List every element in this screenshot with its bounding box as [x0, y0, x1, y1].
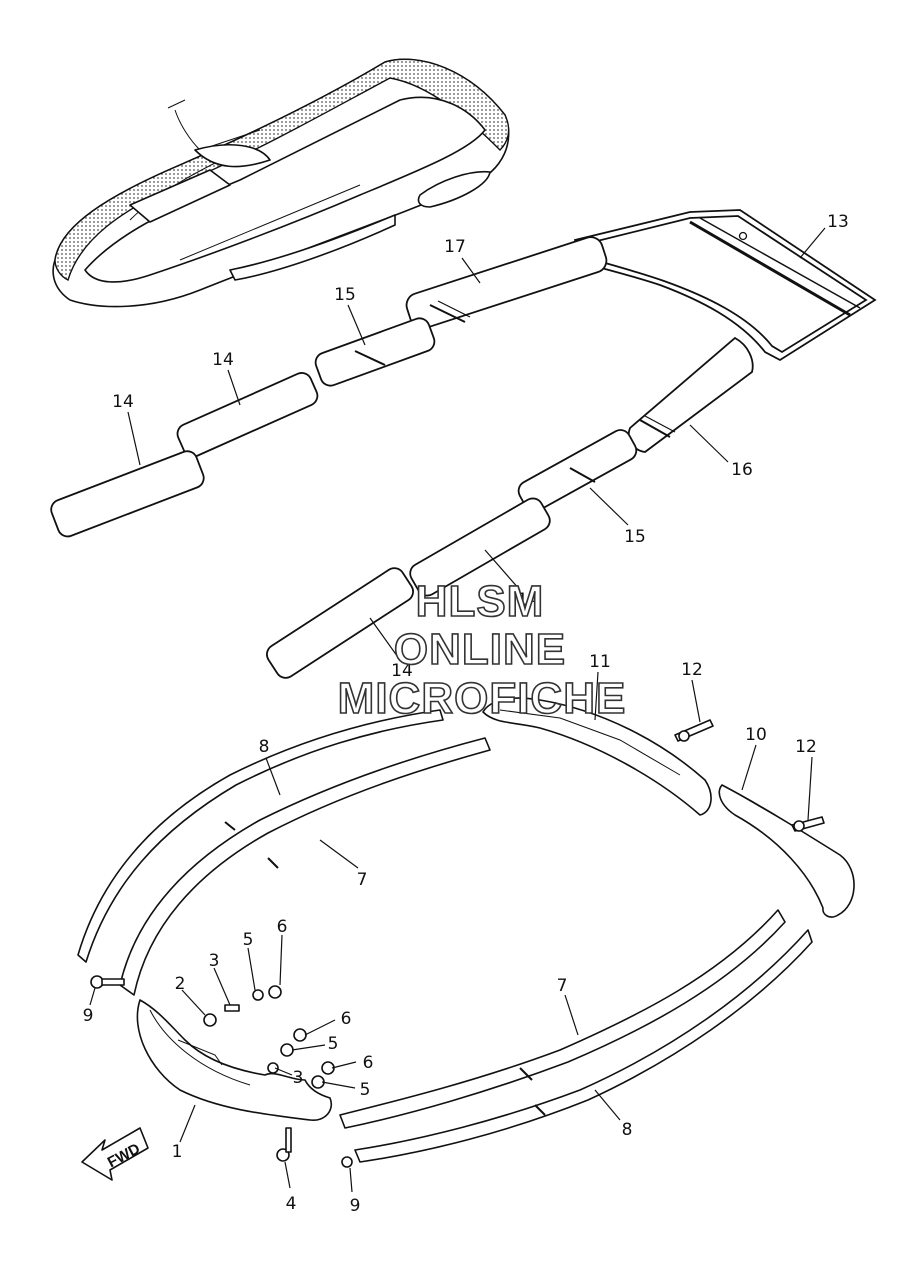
forward-arrow-icon: FWD [81, 1127, 149, 1181]
clip-part-12-b [791, 816, 825, 832]
pad-part-14-lower-left [266, 567, 414, 679]
callout-12-b: 12 [795, 737, 817, 757]
rail-part-8-left [77, 709, 444, 963]
pad-part-17 [405, 236, 608, 330]
watermark-line-1: HLSM [416, 577, 545, 626]
callout-6-middle: 6 [341, 1009, 352, 1029]
callout-1: 1 [172, 1142, 183, 1162]
callout-4: 4 [286, 1194, 297, 1214]
callout-14-lower-left: 14 [391, 661, 413, 681]
callout-6-lower: 6 [363, 1053, 374, 1073]
pad-part-15-lower [517, 429, 638, 513]
callout-8-left: 8 [259, 737, 270, 757]
callout-5-top: 5 [243, 930, 254, 950]
watercraft-illustration [52, 58, 510, 308]
callout-11: 11 [589, 652, 611, 672]
callout-9-left: 9 [83, 1006, 94, 1026]
leader-lines [89, 227, 826, 1193]
bumper-part-11 [482, 697, 712, 816]
callout-2: 2 [175, 974, 186, 994]
pad-part-15-upper [314, 317, 436, 387]
hardware-screws-nuts [90, 975, 353, 1168]
callout-5-middle: 5 [328, 1034, 339, 1054]
callout-6-top: 6 [277, 917, 288, 937]
callout-10: 10 [745, 725, 767, 745]
pad-part-14-upper-right [176, 372, 319, 458]
callout-12-a: 12 [681, 660, 703, 680]
bumper-part-1 [136, 999, 332, 1121]
callout-16: 16 [731, 460, 753, 480]
clip-part-12-a [674, 719, 714, 742]
callout-14-upper-right: 14 [212, 350, 234, 370]
watermark: HLSM ONLINE MICROFICHE [337, 576, 627, 724]
pad-part-16 [627, 336, 754, 453]
pad-part-14-upper-left [50, 450, 205, 538]
pad-part-14-lower-right [409, 497, 551, 597]
callout-14-lower-right: 14 [517, 590, 539, 610]
callout-13: 13 [827, 212, 849, 232]
callout-7-left: 7 [357, 870, 368, 890]
callout-15-lower: 15 [624, 527, 646, 547]
callout-3-top: 3 [209, 951, 220, 971]
callout-5-lower: 5 [360, 1080, 371, 1100]
mat-part-13 [573, 209, 877, 362]
watermark-line-3: MICROFICHE [338, 674, 627, 723]
callout-7-right: 7 [557, 976, 568, 996]
callout-15-upper: 15 [334, 285, 356, 305]
rail-part-7-left [119, 737, 491, 996]
callout-3-lower: 3 [293, 1068, 304, 1088]
rail-part-7-right [339, 909, 786, 1129]
rail-part-8-right [354, 929, 813, 1163]
callout-14-upper-left: 14 [112, 392, 134, 412]
callout-17: 17 [444, 237, 466, 257]
bumper-part-10 [718, 784, 855, 918]
watermark-line-2: ONLINE [394, 625, 566, 674]
callout-8-right: 8 [622, 1120, 633, 1140]
callout-labels: 13 17 15 14 14 16 15 14 14 11 12 10 12 8… [83, 212, 849, 1216]
callout-9-right: 9 [350, 1196, 361, 1216]
